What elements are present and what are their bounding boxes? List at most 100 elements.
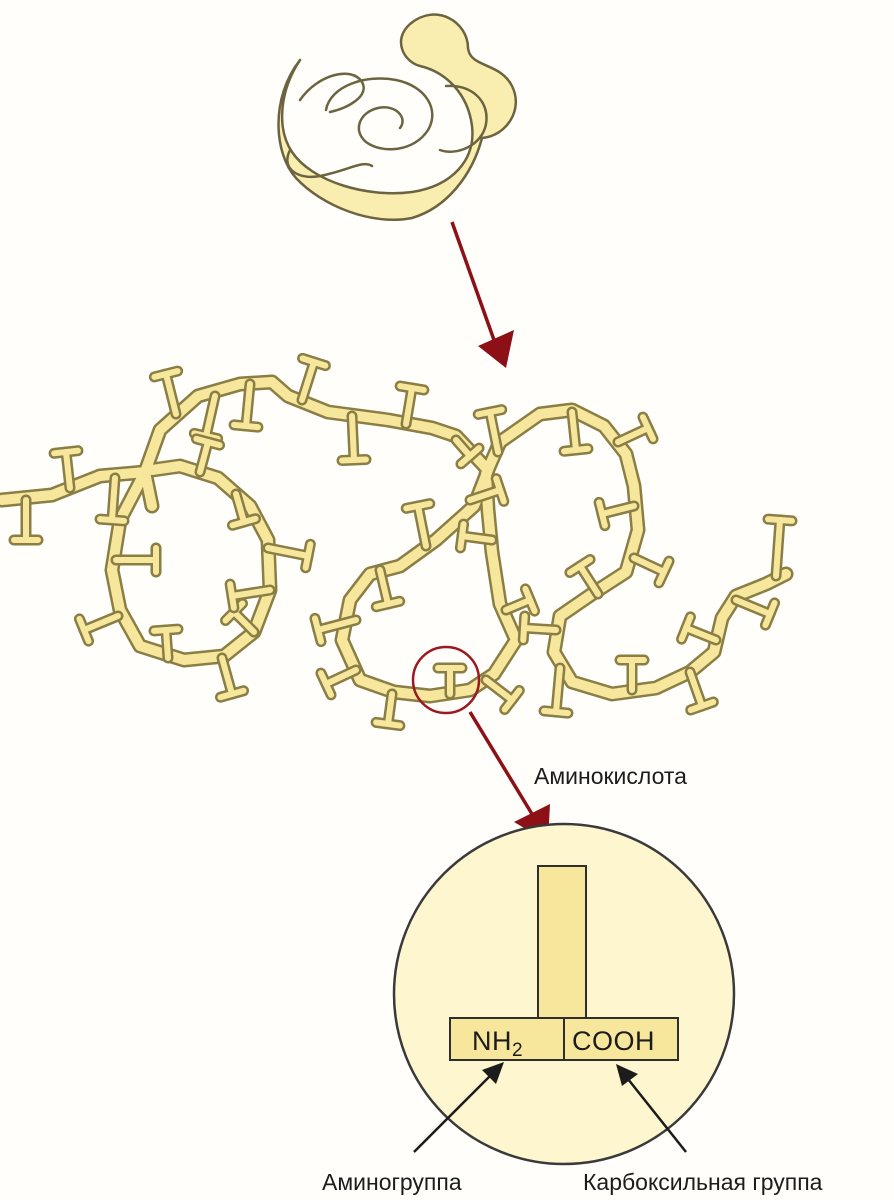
folded-protein-icon [277, 13, 518, 222]
side-chain-cap [762, 599, 778, 629]
side-chain-cap [522, 585, 538, 615]
side-chain-stem [197, 439, 211, 475]
side-chain-stem [81, 613, 121, 633]
amino-group-text: NH2 [472, 1026, 523, 1061]
side-chain-cap [227, 581, 237, 611]
side-chain-cap [311, 615, 325, 645]
side-chain-stem [349, 413, 357, 463]
side-chain-cap [229, 515, 259, 529]
protein-coil-loop-left [298, 72, 365, 114]
side-chain-stem [483, 677, 515, 703]
side-chain-stem [683, 625, 719, 643]
side-chain-stem [577, 563, 601, 597]
side-chain-stem [299, 359, 317, 403]
side-chain-cap [541, 707, 571, 717]
chain-backbone-fill [0, 377, 791, 701]
side-chain-stem [615, 425, 651, 445]
side-chain-cap [639, 414, 657, 442]
amino-group-formula: NH [472, 1026, 512, 1056]
side-chain-cap [493, 475, 507, 505]
side-chain-stem [631, 555, 667, 575]
side-chain-stem [467, 487, 503, 503]
side-chain-stem [521, 625, 559, 633]
protein-coil-outer [277, 13, 518, 222]
side-chain-stem [599, 503, 637, 517]
side-chain-cap [76, 615, 92, 645]
amino-group-pointer [413, 1062, 504, 1153]
side-chain-stem [687, 669, 705, 709]
side-chain-cap [687, 699, 717, 713]
side-chain-cap [339, 456, 369, 464]
side-chain-stem [377, 567, 391, 607]
arrow-unfold [450, 221, 514, 368]
side-chain-bar [537, 865, 587, 1019]
side-chain-stem [503, 597, 533, 613]
side-chain-cap [151, 368, 181, 380]
side-chain-stem [323, 667, 359, 687]
side-chain-cap [51, 447, 81, 457]
side-chain-stem [773, 517, 783, 579]
carboxyl-group-box [563, 1017, 679, 1061]
side-chain-stem [229, 587, 273, 599]
amino-group-box [449, 1017, 565, 1061]
side-chain-stem [453, 437, 473, 459]
amino-group-label: Аминогруппа [322, 1169, 462, 1195]
side-chain-cap [373, 719, 403, 729]
side-chain-cap [151, 626, 181, 634]
side-chain-cap [596, 499, 608, 529]
side-chain-cap [231, 421, 261, 431]
side-chain-cap [403, 500, 433, 512]
side-chain-stem [243, 381, 253, 429]
side-chain-cap [566, 556, 594, 576]
highlight-ring [411, 645, 481, 715]
side-chain-stem [163, 371, 179, 417]
side-chain-stem [109, 475, 118, 523]
side-chain-stem [219, 655, 235, 697]
carboxyl-group-text: COOH [572, 1026, 655, 1056]
amino-acid-label: Аминокислота [534, 763, 687, 789]
polypeptide-chain-icon [0, 352, 798, 732]
side-chain-cap [457, 445, 483, 467]
side-chain-cap [475, 406, 505, 418]
protein-coil-inner [324, 77, 434, 151]
side-chain-stem [385, 691, 395, 727]
side-chain-cap [302, 541, 314, 571]
side-chain-group [8, 352, 798, 732]
protein-coil-tail [286, 148, 374, 179]
side-chain-stem [487, 409, 501, 455]
carboxyl-group-label: Карбоксильная группа [583, 1169, 823, 1195]
side-chain-cap [457, 521, 467, 551]
side-chain-stem [415, 503, 429, 549]
side-chain-cap [397, 383, 427, 393]
side-chain-cap [655, 558, 673, 586]
side-chain-cap [97, 516, 127, 524]
side-chain-stem [63, 449, 73, 491]
side-chain-stem [231, 609, 257, 635]
side-chain-cap [217, 687, 247, 701]
amino-acid-zoom-icon: NH2 COOH [392, 822, 736, 1166]
side-chain-stem [163, 627, 171, 661]
side-chain-stem [733, 597, 773, 617]
side-chain-cap [501, 687, 523, 713]
side-chain-cap [299, 355, 329, 369]
side-chain-stem [553, 665, 563, 715]
side-chain-cap [193, 435, 223, 449]
side-chain-stem [265, 545, 311, 559]
side-chain-stem [315, 617, 359, 633]
side-chain-cap [678, 613, 694, 643]
protein-coil-loop-right [438, 84, 488, 153]
side-chain-stem [569, 409, 579, 453]
carboxyl-group-pointer [616, 1064, 687, 1153]
side-chain-stem [203, 393, 218, 439]
side-chain-cap [765, 516, 795, 524]
side-chain-stem [459, 533, 495, 543]
side-chain-stem [403, 385, 415, 427]
side-chain-cap [520, 613, 528, 643]
side-chain-cap [561, 445, 591, 455]
amino-group-subscript: 2 [512, 1040, 523, 1061]
side-chain-cap [317, 670, 335, 698]
side-chain-stem [233, 491, 247, 525]
side-chain-cap [373, 598, 403, 610]
